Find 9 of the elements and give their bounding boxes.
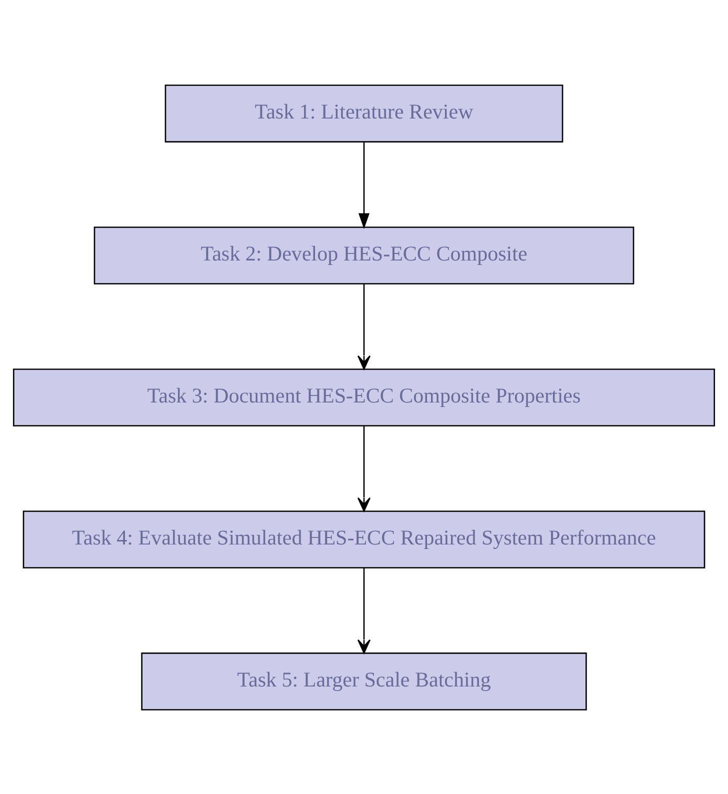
node-box: Task 4: Evaluate Simulated HES-ECC Repaired System Performance [22,510,706,568]
node-box: Task 3: Document HES-ECC Composite Properties [12,368,716,426]
arrow [357,284,371,370]
node-box: Task 5: Larger Scale Batching [141,652,587,710]
node-box: Task 1: Literature Review [164,84,564,142]
node-box: Task 2: Develop HES-ECC Composite [94,226,634,284]
arrow [357,568,371,654]
arrow [358,142,370,229]
arrow [357,426,371,512]
